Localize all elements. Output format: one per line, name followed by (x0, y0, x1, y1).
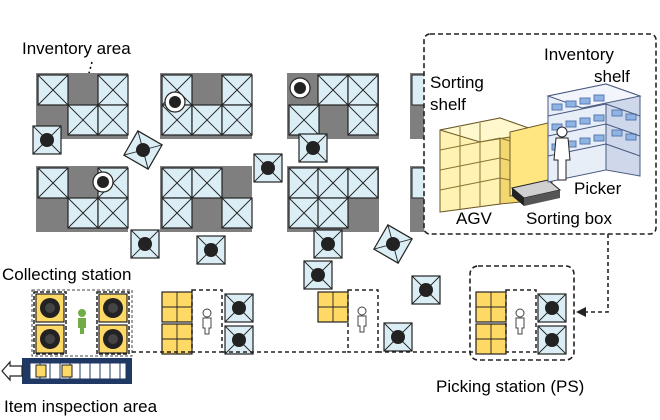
sorting-box-label: Sorting box (526, 209, 612, 228)
inventory-shelf-label-1: Inventory (544, 45, 614, 64)
inset-connector-arrow (576, 234, 609, 317)
picking-station (469, 265, 575, 361)
agv-icon (32, 125, 441, 355)
worker-icon (515, 308, 525, 335)
collecting-station (31, 289, 133, 357)
worker-icon (357, 306, 367, 333)
inventory-shelf-label-2: shelf (594, 67, 630, 86)
agv-label: AGV (456, 209, 493, 228)
worker-icon (78, 309, 86, 334)
worker-icon (202, 308, 212, 335)
picker-label: Picker (574, 179, 622, 198)
agv-icon (164, 91, 186, 113)
worker-icon (553, 126, 571, 181)
item-inspection-area-label: Item inspection area (4, 397, 158, 416)
picking-station-label: Picking station (PS) (436, 377, 584, 396)
sorting-shelf-icon (161, 291, 507, 355)
agv-route (132, 289, 537, 353)
sorting-shelf-icon (439, 117, 553, 213)
sorting-shelf-label-1: Sorting (430, 73, 484, 92)
agv-icon (510, 179, 562, 206)
inventory-shelf-zone (160, 166, 253, 232)
agv-icon (289, 77, 311, 99)
inventory-shelf-zone (287, 166, 379, 232)
inventory-shelf-zone (160, 73, 253, 139)
inventory-area-label: Inventory area (22, 39, 131, 58)
sorting-shelf-label-2: shelf (430, 95, 466, 114)
inventory-shelf-zone (36, 166, 129, 232)
collecting-station-label: Collecting station (2, 265, 131, 284)
inventory-shelf-zone (287, 73, 379, 139)
conveyor-icon (1, 358, 132, 384)
agv-icon (92, 171, 114, 193)
inset-panel: Sorting shelf Inventory shelf Picker AGV… (423, 33, 657, 235)
